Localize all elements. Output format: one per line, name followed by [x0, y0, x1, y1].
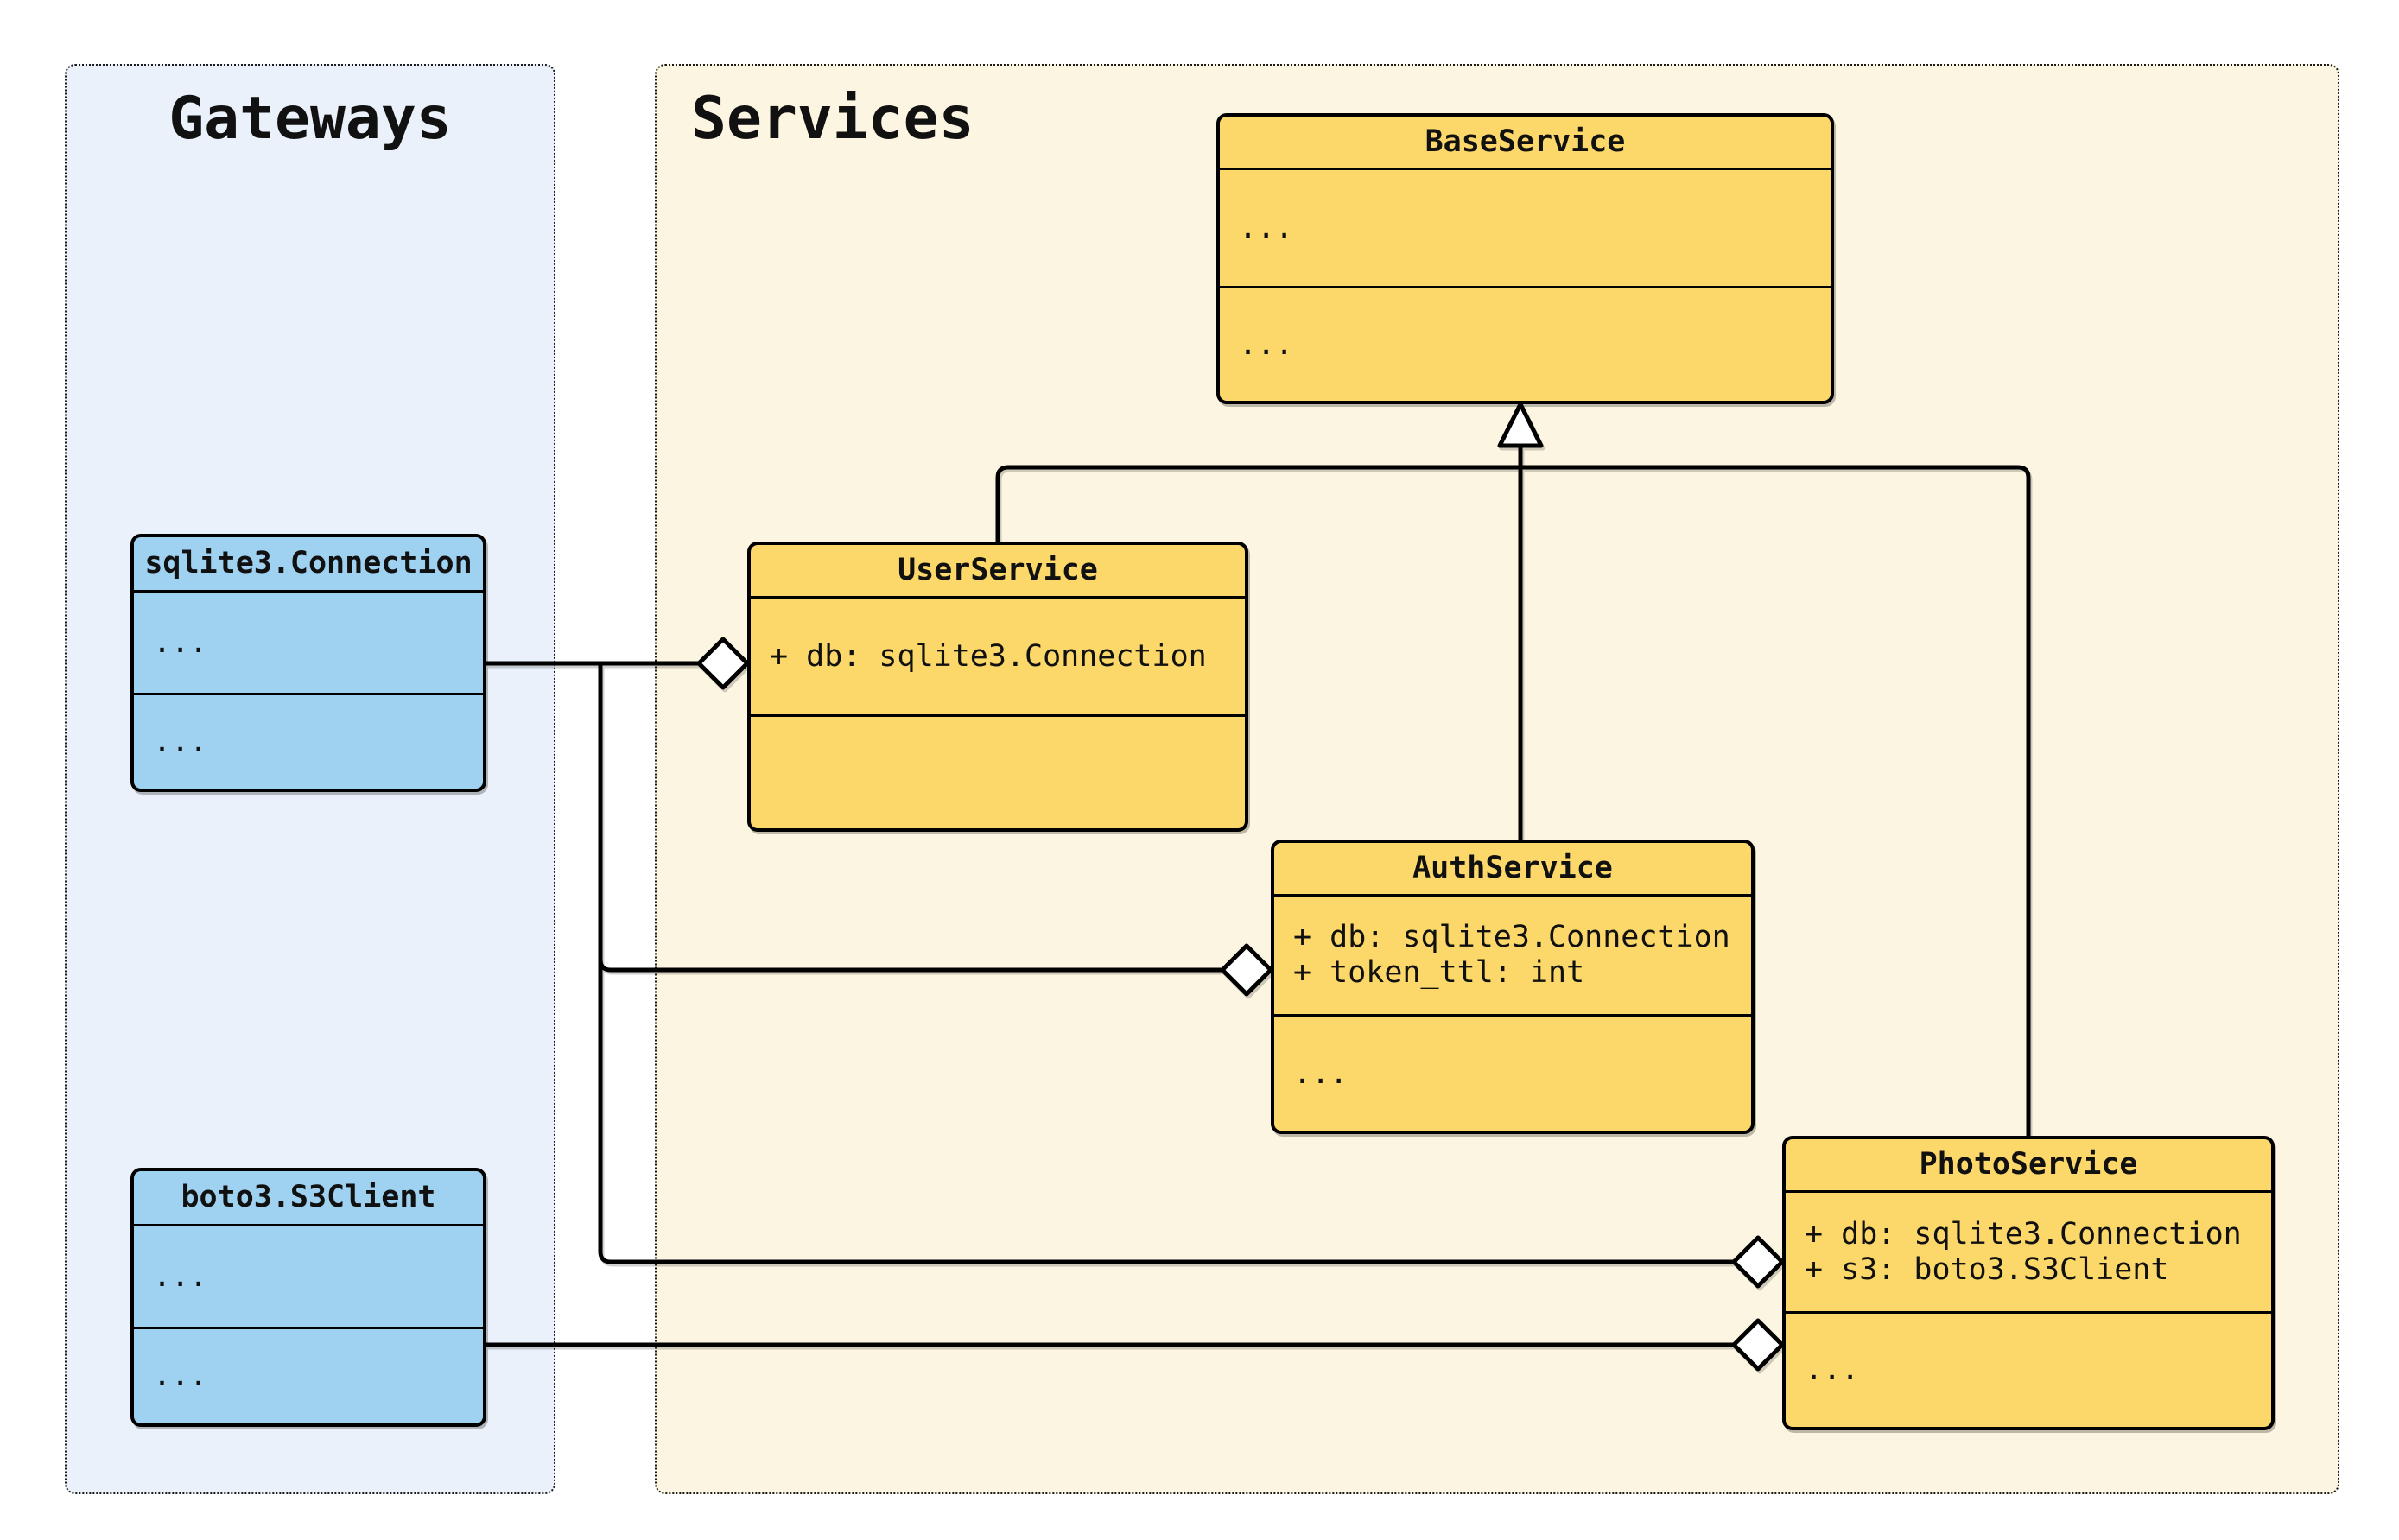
inheritance-triangle-marker	[1497, 402, 1544, 448]
aggregation-edge-sqlite-authservice	[598, 959, 1222, 973]
aggregation-edge-sqlite-photoservice	[598, 663, 1734, 1264]
aggregation-diamond-marker-authservice	[1220, 943, 1273, 997]
attribute-line: + token_ttl: int	[1293, 955, 1585, 990]
class-methods	[751, 717, 1245, 828]
class-title: sqlite3.Connection	[134, 537, 483, 593]
services-panel-title: Services	[691, 85, 974, 153]
class-box-userservice: UserService + db: sqlite3.Connection	[747, 542, 1248, 832]
class-methods: ...	[1786, 1314, 2271, 1427]
attribute-line: + db: sqlite3.Connection	[1805, 1216, 2242, 1252]
class-title: AuthService	[1274, 843, 1751, 897]
class-title: BaseService	[1220, 117, 1831, 170]
class-title: PhotoService	[1786, 1139, 2271, 1193]
attribute-line: + db: sqlite3.Connection	[1293, 920, 1730, 954]
attribute-line: + db: sqlite3.Connection	[770, 638, 1207, 674]
attribute-line: ...	[1239, 210, 1294, 245]
class-box-authservice: AuthService + db: sqlite3.Connection + t…	[1271, 840, 1755, 1134]
class-box-photoservice: PhotoService + db: sqlite3.Connection + …	[1782, 1136, 2275, 1430]
attribute-line: + s3: boto3.S3Client	[1805, 1252, 2169, 1287]
class-attributes: + db: sqlite3.Connection + token_ttl: in…	[1274, 897, 1751, 1017]
aggregation-diamond-marker-userservice	[696, 637, 750, 690]
class-box-boto3-s3client: boto3.S3Client ... ...	[130, 1168, 486, 1427]
method-line: ...	[1805, 1353, 1860, 1387]
attribute-line: ...	[153, 1258, 208, 1294]
class-attributes: + db: sqlite3.Connection + s3: boto3.S3C…	[1786, 1193, 2271, 1314]
class-box-baseservice: BaseService ... ...	[1216, 113, 1834, 404]
class-attributes: ...	[134, 593, 483, 695]
class-box-sqlite3-connection: sqlite3.Connection ... ...	[130, 534, 486, 792]
class-title: UserService	[751, 545, 1245, 599]
class-attributes: ...	[134, 1226, 483, 1329]
method-line: ...	[1293, 1055, 1349, 1091]
method-line: ...	[1239, 326, 1294, 362]
class-title: boto3.S3Client	[134, 1171, 483, 1226]
inheritance-bus-edge	[995, 465, 2031, 1136]
attribute-line: ...	[153, 624, 208, 660]
class-methods: ...	[1220, 288, 1831, 401]
gateways-panel-title: Gateways	[168, 85, 452, 153]
class-attributes: + db: sqlite3.Connection	[751, 599, 1245, 717]
method-line: ...	[153, 1359, 208, 1393]
aggregation-diamond-marker-photoservice-db	[1731, 1235, 1785, 1289]
class-methods: ...	[134, 1329, 483, 1423]
aggregation-diamond-marker-photoservice-s3	[1731, 1318, 1785, 1372]
class-methods: ...	[1274, 1017, 1751, 1131]
class-attributes: ...	[1220, 170, 1831, 288]
class-methods: ...	[134, 695, 483, 789]
method-line: ...	[153, 724, 208, 759]
